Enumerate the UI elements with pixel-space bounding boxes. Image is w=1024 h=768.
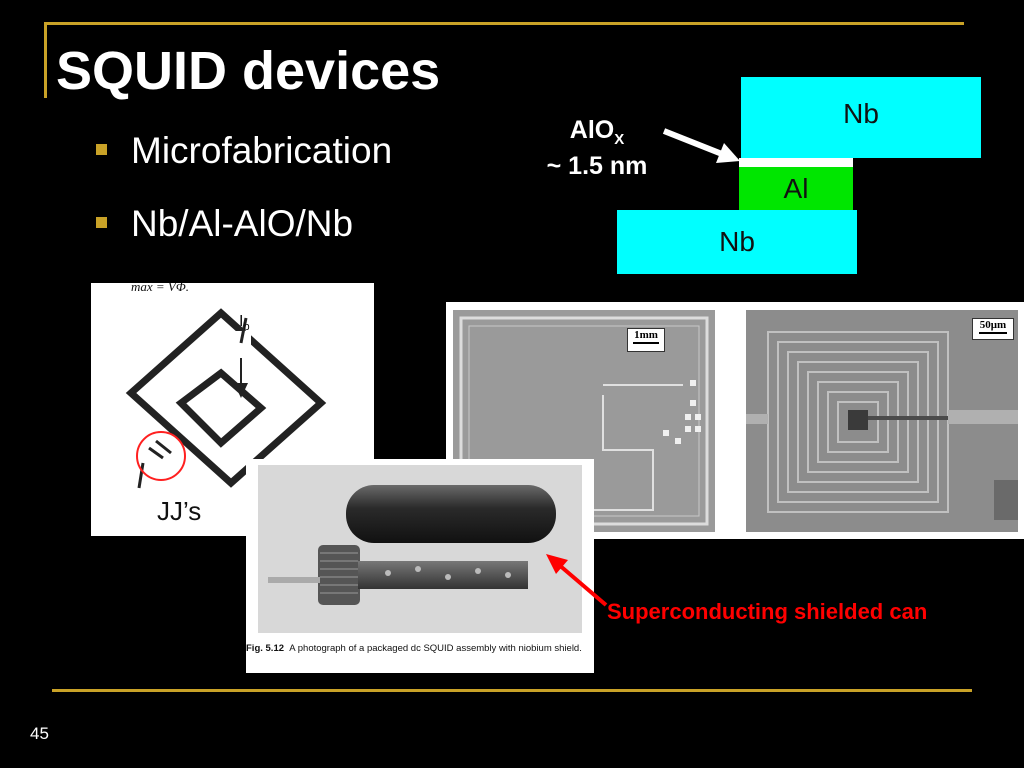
squid-assembly-photo (258, 465, 582, 633)
scale-bar-right: 50μm (972, 318, 1014, 340)
squid-loop-drawing (125, 308, 327, 489)
bottom-rule (52, 689, 972, 692)
oxide-layer (739, 158, 853, 167)
micrograph-right-coil (746, 331, 1018, 520)
micrograph-right: 50μm (746, 310, 1018, 532)
oxide-thickness: ~ 1.5 nm (546, 151, 648, 180)
squid-assembly-drawing (268, 485, 556, 605)
slide-title: SQUID devices (56, 41, 441, 101)
scale-bar-left: 1mm (627, 328, 665, 352)
photo-panel: Fig. 5.12 A photograph of a packaged dc … (246, 459, 594, 673)
top-rule (44, 22, 964, 25)
bullet-square-icon (96, 217, 107, 228)
bullet-square-icon (96, 144, 107, 155)
nb-top-layer: Nb (741, 77, 981, 158)
nb-bottom-label: Nb (719, 226, 755, 257)
oxide-annotation: AlOX ~ 1.5 nm (530, 114, 664, 182)
left-rule (44, 22, 47, 98)
al-label: Al (783, 172, 809, 204)
callout-arrow-icon (546, 554, 608, 607)
jj-label: JJ’s (157, 496, 202, 526)
sketch-formula: max = VΦ. (131, 283, 190, 294)
bias-label: Ib (239, 313, 250, 334)
al-layer: Al (739, 167, 853, 210)
shielded-can-callout: Superconducting shielded can (607, 599, 928, 624)
nb-bottom-layer: Nb (617, 210, 857, 274)
bullet-text: Microfabrication (131, 130, 393, 171)
caption-prefix: Fig. 5.12 (246, 643, 285, 654)
oxide-name: AlOX (569, 116, 625, 148)
page-number: 45 (30, 724, 49, 743)
bullet-item-2: Nb/Al-AlO/Nb (96, 205, 353, 242)
photo-caption: Fig. 5.12 A photograph of a packaged dc … (246, 643, 594, 654)
oxide-arrow-icon (662, 128, 740, 163)
bullet-item-1: Microfabrication (96, 132, 392, 169)
bullet-text: Nb/Al-AlO/Nb (131, 203, 354, 244)
nb-top-label: Nb (843, 97, 879, 129)
caption-text: A photograph of a packaged dc SQUID asse… (289, 643, 582, 654)
